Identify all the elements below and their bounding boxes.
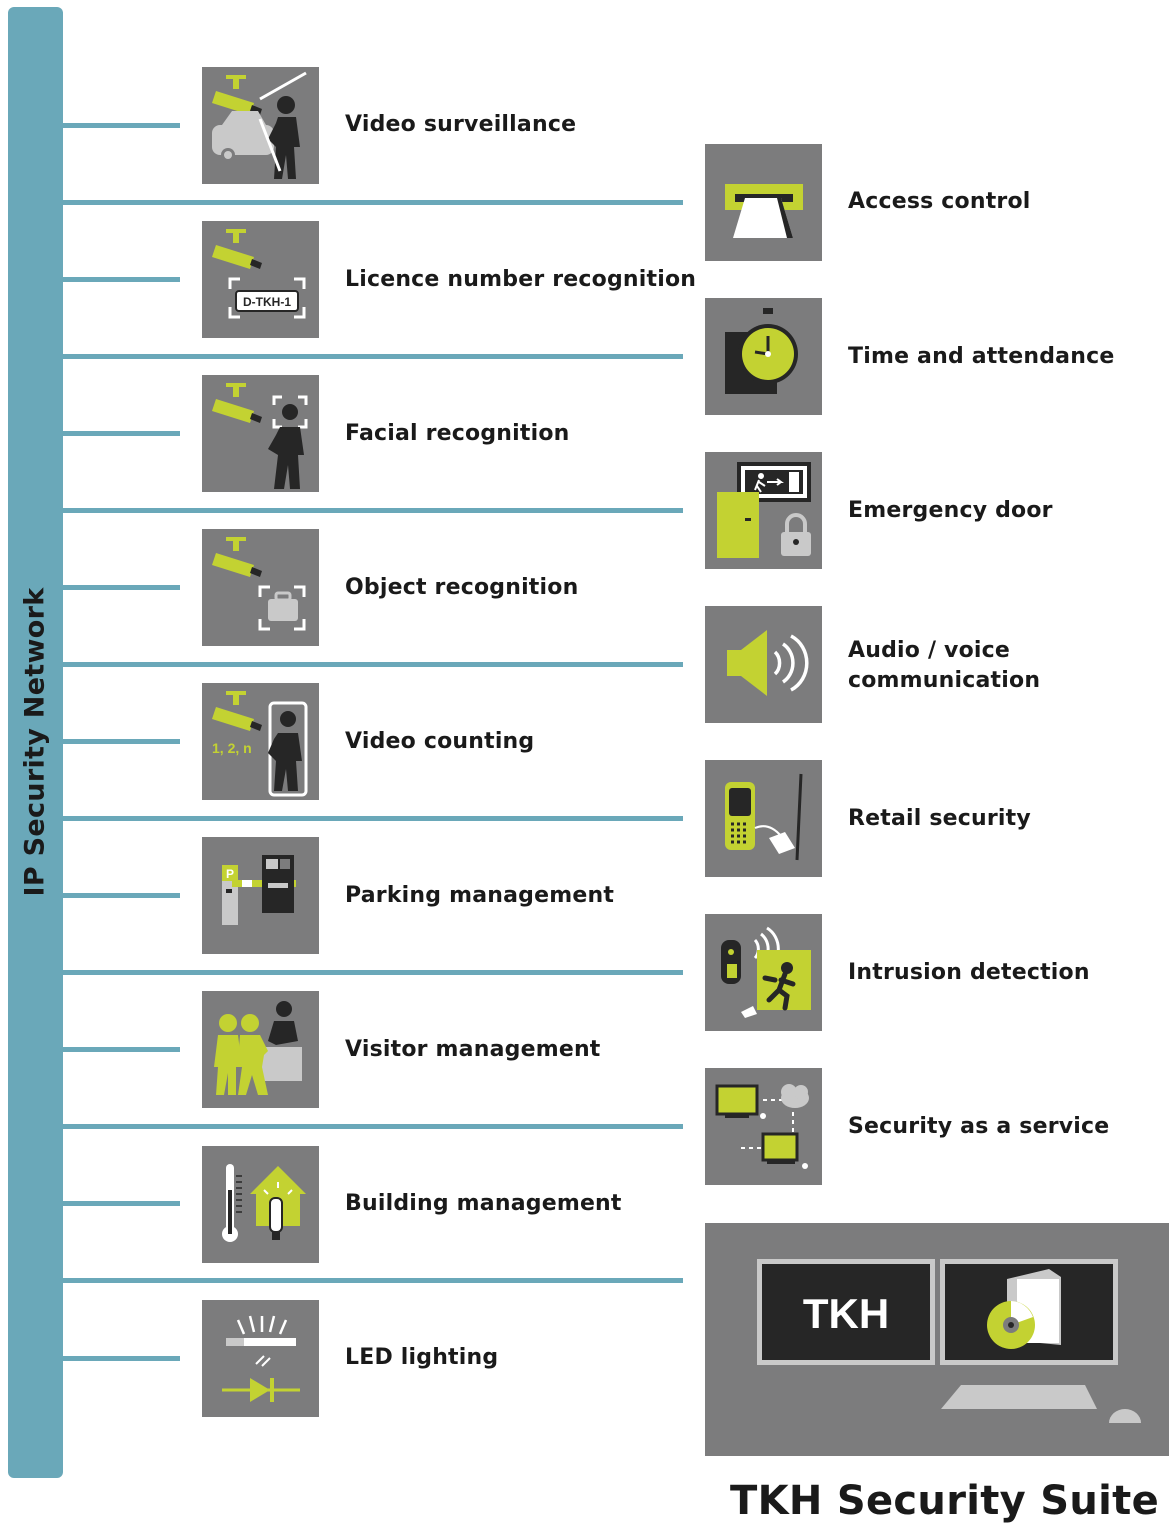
- label-object-recognition: Object recognition: [345, 575, 579, 600]
- connector-right: [62, 508, 683, 513]
- connector-left: [62, 277, 180, 282]
- connector-left: [62, 431, 180, 436]
- network-bar: [8, 7, 63, 1478]
- object-recognition-icon: [202, 529, 319, 646]
- connector-left: [62, 585, 180, 590]
- building-icon: [202, 1146, 319, 1263]
- connector-right: [62, 200, 683, 205]
- label-building-management: Building management: [345, 1191, 622, 1216]
- label-retail-security: Retail security: [848, 806, 1031, 831]
- label-facial-recognition: Facial recognition: [345, 421, 570, 446]
- network-label: IP Security Network: [19, 587, 51, 897]
- connector-right: [62, 816, 683, 821]
- connector-left: [62, 1356, 180, 1361]
- led-icon: [202, 1300, 319, 1417]
- visitor-icon: [202, 991, 319, 1108]
- label-video-counting: Video counting: [345, 729, 535, 754]
- label-audio-voice: Audio / voice: [848, 638, 1011, 663]
- video-surveillance-icon: [202, 67, 319, 184]
- label-access-control: Access control: [848, 189, 1031, 214]
- access-control-icon: [705, 144, 822, 261]
- licence-plate-icon: D-TKH-1: [202, 221, 319, 338]
- connector-right: [62, 1278, 683, 1283]
- tkh-logo-text: TKH: [803, 1290, 889, 1337]
- speaker-icon: [705, 606, 822, 723]
- intrusion-icon: [705, 914, 822, 1031]
- connector-right: [62, 970, 683, 975]
- label-security-as-a-service: Security as a service: [848, 1114, 1110, 1139]
- connector-left: [62, 1047, 180, 1052]
- label-emergency-door: Emergency door: [848, 498, 1053, 523]
- parking-sign-text: P: [226, 867, 234, 881]
- label-communication: communication: [848, 668, 1041, 693]
- label-licence-number-recognition: Licence number recognition: [345, 267, 697, 292]
- video-counting-icon: 1, 2, n: [202, 683, 319, 800]
- label-parking-management: Parking management: [345, 883, 615, 908]
- clock-icon: [705, 298, 822, 415]
- label-intrusion-detection: Intrusion detection: [848, 960, 1090, 985]
- suite-box: TKH: [705, 1223, 1169, 1456]
- retail-tag-icon: [705, 760, 822, 877]
- suite-title: TKH Security Suite: [730, 1478, 1160, 1524]
- label-video-surveillance: Video surveillance: [345, 112, 577, 137]
- emergency-door-icon: [705, 452, 822, 569]
- connector-left: [62, 893, 180, 898]
- facial-recognition-icon: [202, 375, 319, 492]
- label-visitor-management: Visitor management: [345, 1037, 601, 1062]
- connector-left: [62, 123, 180, 128]
- count-text: 1, 2, n: [212, 740, 252, 756]
- connector-right: [62, 354, 683, 359]
- label-time-and-attendance: Time and attendance: [848, 344, 1115, 369]
- plate-text: D-TKH-1: [243, 295, 291, 309]
- cloud-computer-icon: [705, 1068, 822, 1185]
- connector-left: [62, 1201, 180, 1206]
- connector-right: [62, 1124, 683, 1129]
- connector-right: [62, 662, 683, 667]
- label-led-lighting: LED lighting: [345, 1345, 499, 1370]
- parking-icon: P: [202, 837, 319, 954]
- connector-left: [62, 739, 180, 744]
